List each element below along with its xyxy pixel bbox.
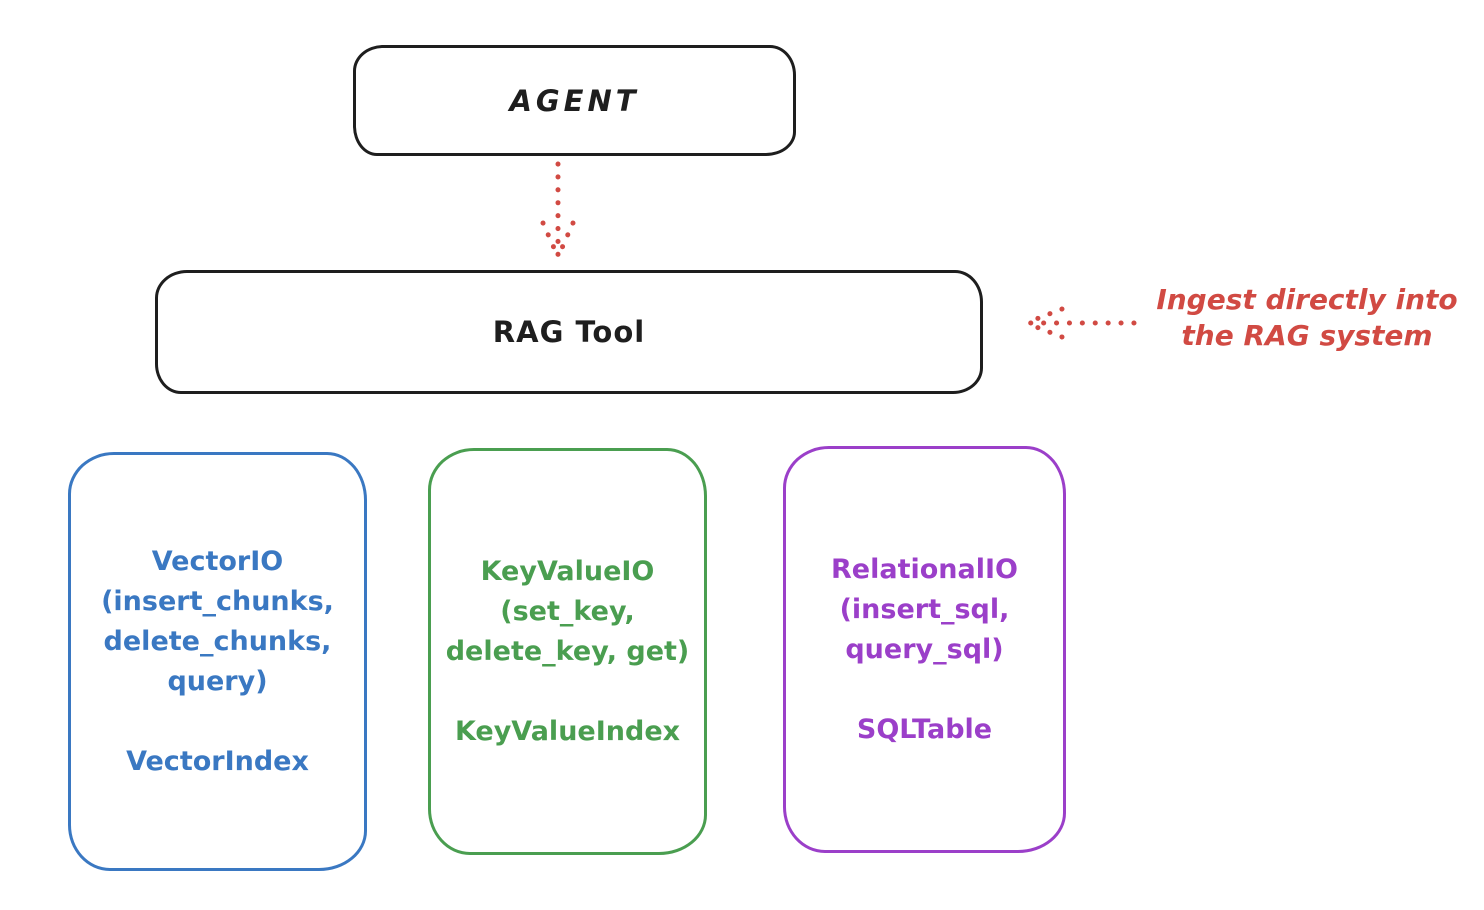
- relational-io-signature: RelationalIO (insert_sql, query_sql): [831, 550, 1018, 670]
- relational-io-line: RelationalIO: [831, 553, 1018, 585]
- vector-io-line: query): [167, 665, 268, 697]
- vector-io-line: VectorIO: [151, 545, 284, 577]
- key-value-io-line: (set_key,: [500, 595, 635, 627]
- rag-tool-label: RAG Tool: [492, 315, 646, 349]
- key-value-io-line: KeyValueIO: [480, 555, 655, 587]
- vector-io-line: delete_chunks,: [103, 625, 332, 657]
- agent-node: AGENT: [353, 45, 796, 156]
- annotation-line-1: Ingest directly into: [1156, 283, 1458, 316]
- vector-io-signature: VectorIO (insert_chunks, delete_chunks, …: [101, 542, 334, 702]
- relational-io-node: RelationalIO (insert_sql, query_sql) SQL…: [783, 446, 1066, 853]
- relational-io-line: query_sql): [845, 633, 1004, 665]
- agent-label: AGENT: [509, 83, 640, 118]
- vector-index-label: VectorIndex: [126, 745, 309, 777]
- annotation-line-2: the RAG system: [1181, 319, 1433, 352]
- key-value-io-node: KeyValueIO (set_key, delete_key, get) Ke…: [428, 448, 707, 855]
- rag-tool-node: RAG Tool: [155, 270, 983, 394]
- annotation-text: Ingest directly into the RAG system: [1132, 282, 1482, 354]
- vector-io-node: VectorIO (insert_chunks, delete_chunks, …: [68, 452, 367, 871]
- key-value-io-signature: KeyValueIO (set_key, delete_key, get): [446, 552, 690, 672]
- vector-io-line: (insert_chunks,: [101, 585, 334, 617]
- key-value-index-label: KeyValueIndex: [454, 715, 681, 747]
- sql-table-label: SQLTable: [856, 713, 993, 745]
- dotted-arrow-left-icon: [1023, 306, 1137, 340]
- relational-io-line: (insert_sql,: [839, 593, 1010, 625]
- dotted-arrow-down-icon: [540, 161, 576, 260]
- key-value-io-line: delete_key, get): [445, 635, 690, 667]
